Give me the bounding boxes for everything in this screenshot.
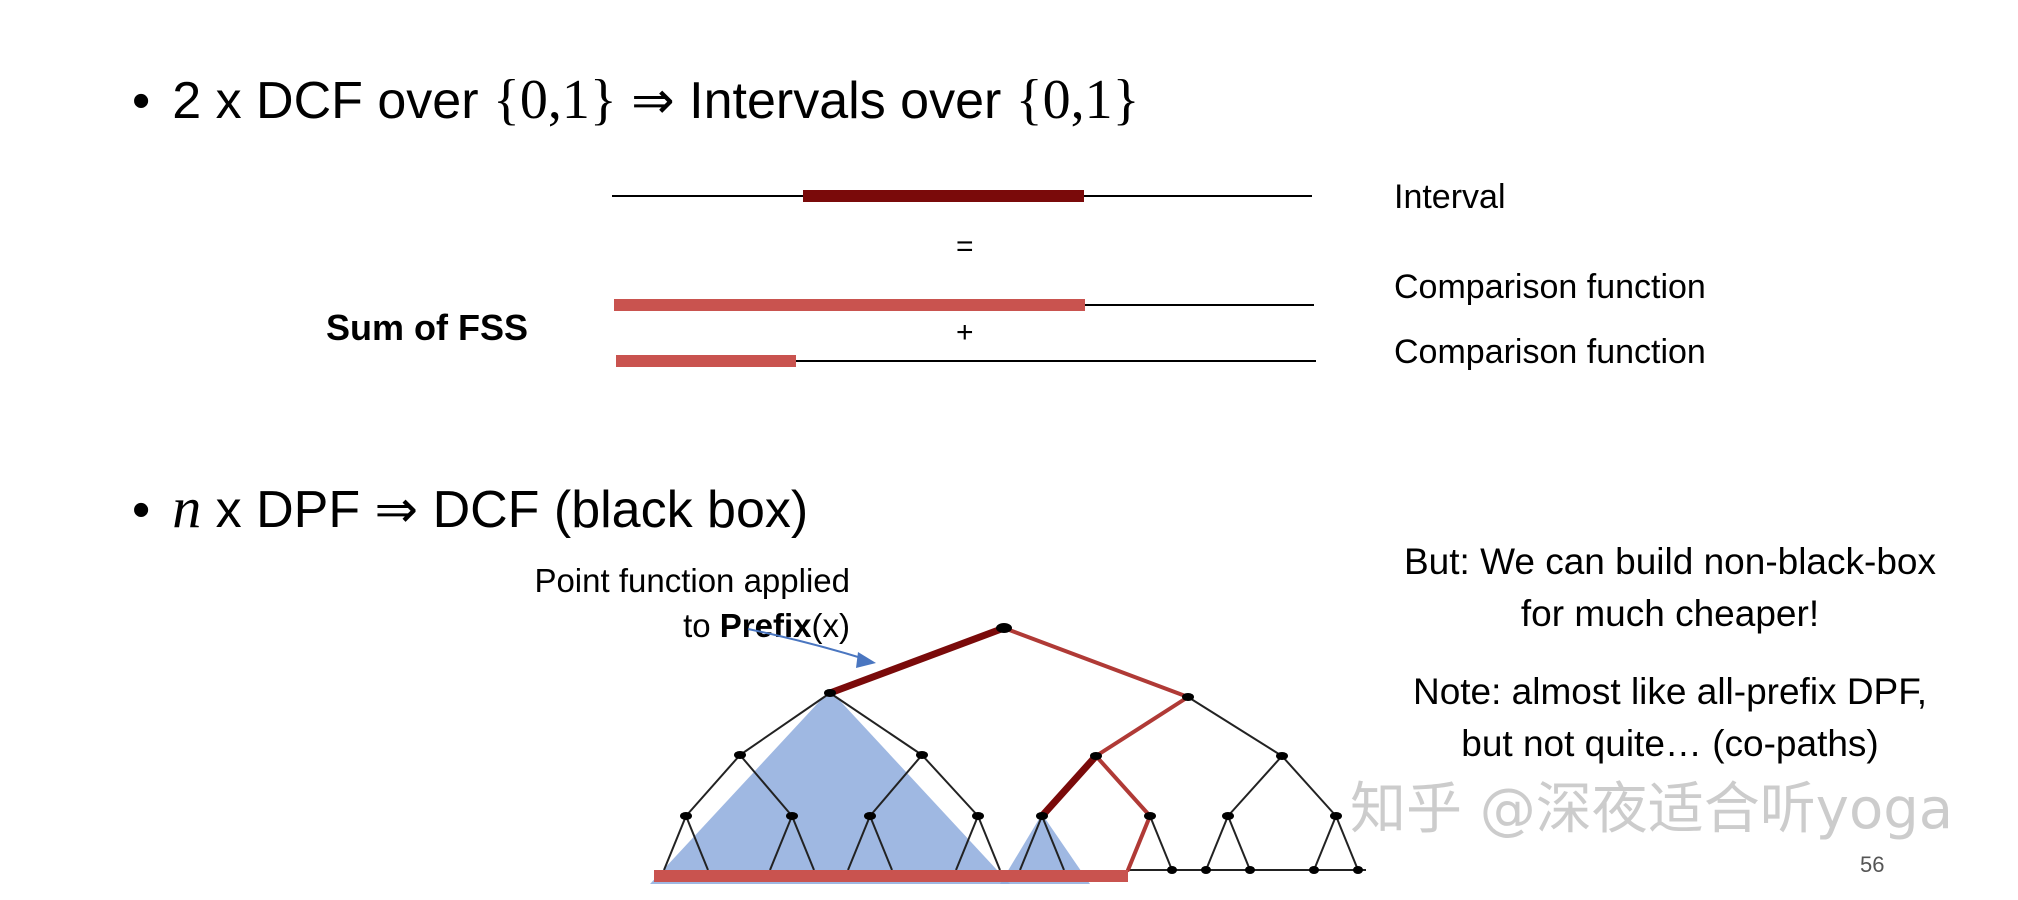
set-notation-b: {0,1}	[1015, 69, 1140, 131]
tree-edge	[847, 815, 871, 871]
path-edge	[1126, 814, 1152, 872]
page-number: 56	[1860, 852, 1885, 877]
label-interval: Interval	[1394, 178, 1506, 216]
tree-node	[1036, 812, 1048, 820]
annotation-line-2: to Prefix(x)	[450, 603, 850, 648]
note1-line-2: for much cheaper!	[1520, 593, 1820, 634]
variable-n: n	[172, 475, 202, 540]
path-edge	[1094, 754, 1152, 818]
tree-node	[996, 623, 1012, 633]
path-edge	[826, 624, 1008, 697]
tree-edge	[1019, 815, 1043, 871]
bullet-dpf-dcf: • n x DPF ⇒ DCF (black box)	[132, 478, 808, 540]
bullet-dcf-intervals: • 2 x DCF over {0,1} ⇒ Intervals over {0,…	[132, 70, 1140, 131]
dpf-subtree-large	[650, 690, 1010, 884]
annotation-line-1: Point function applied	[534, 562, 850, 599]
tree-edge	[1335, 815, 1359, 871]
tree-node	[864, 812, 876, 820]
tree-edge	[663, 815, 687, 871]
tree-edge	[1205, 815, 1229, 871]
tree-node	[1330, 812, 1342, 820]
tree-leaf	[1201, 866, 1211, 874]
tree-node	[972, 812, 984, 820]
point-function-annotation: Point function applied to Prefix(x)	[450, 558, 850, 648]
annotation-arrow	[747, 628, 869, 661]
bullet-marker: •	[132, 481, 151, 539]
tree-node	[734, 751, 746, 759]
equals-sign: =	[956, 230, 974, 263]
tree-leaf	[1353, 866, 1363, 874]
interval-diagram	[612, 190, 1316, 367]
tree-leaf	[1167, 866, 1177, 874]
note2-line-2: but not quite… (co-paths)	[1461, 723, 1879, 764]
path-edge	[1094, 695, 1190, 758]
tree-edge	[1281, 755, 1337, 817]
note-all-prefix-dpf: Note: almost like all-prefix DPF, but no…	[1370, 666, 1970, 770]
tree-edge	[1227, 755, 1283, 817]
tree-leaf	[1309, 866, 1319, 874]
tree-edge	[869, 815, 893, 871]
tree-edge	[955, 815, 979, 871]
tree-edge	[829, 692, 923, 756]
tree-leaf	[1245, 866, 1255, 874]
annotation-suffix: (x)	[811, 607, 850, 644]
tree-edge	[1313, 815, 1337, 871]
tree-edge	[685, 754, 741, 817]
bullet-text: x DPF ⇒ DCF (black box)	[201, 481, 809, 539]
tree-diagram	[650, 623, 1366, 884]
tree-edge	[869, 754, 923, 817]
tree-edge	[739, 692, 831, 756]
arrow-head-icon	[856, 652, 876, 668]
note-non-black-box: But: We can build non-black-box for much…	[1370, 536, 1970, 640]
highlighted-path	[826, 624, 1190, 872]
bullet-marker: •	[132, 72, 151, 130]
bullet-text-arrow: ⇒ Intervals over	[616, 72, 1016, 130]
tree-edge	[791, 815, 815, 871]
tree-edge	[739, 754, 793, 817]
tree-edge	[769, 815, 793, 871]
note2-line-1: Note: almost like all-prefix DPF,	[1412, 671, 1928, 712]
plus-sign: +	[956, 316, 974, 349]
tree-node	[1182, 693, 1194, 701]
tree-edge	[1149, 815, 1173, 871]
tree-node	[916, 751, 928, 759]
watermark: 知乎 @深夜适合听yoga	[1350, 777, 1954, 842]
annotation-bold-prefix: Prefix	[719, 607, 812, 644]
tree-edge	[1227, 815, 1251, 871]
path-edge	[1002, 626, 1190, 699]
tree-edge	[1041, 815, 1065, 871]
tree-edge	[1187, 696, 1283, 757]
note1-line-1: But: We can build non-black-box	[1403, 541, 1936, 582]
tree-node	[824, 689, 836, 697]
path-edge	[1038, 752, 1100, 820]
tree-node	[1222, 812, 1234, 820]
label-comparison-function-1: Comparison function	[1394, 268, 1706, 306]
tree-node	[1090, 752, 1102, 760]
set-notation-a: {0,1}	[492, 69, 617, 131]
label-comparison-function-2: Comparison function	[1394, 333, 1706, 371]
tree-edge	[921, 754, 979, 817]
tree-edge	[977, 815, 1001, 871]
tree-node	[1276, 752, 1288, 760]
tree-edge	[685, 815, 709, 871]
tree-node	[786, 812, 798, 820]
bullet-text-prefix: 2 x DCF over	[172, 72, 493, 130]
tree-node	[680, 812, 692, 820]
label-sum-of-fss: Sum of FSS	[326, 307, 529, 348]
annotation-prefix: to	[683, 607, 720, 644]
tree-nodes	[680, 623, 1363, 874]
tree-node	[1144, 812, 1156, 820]
